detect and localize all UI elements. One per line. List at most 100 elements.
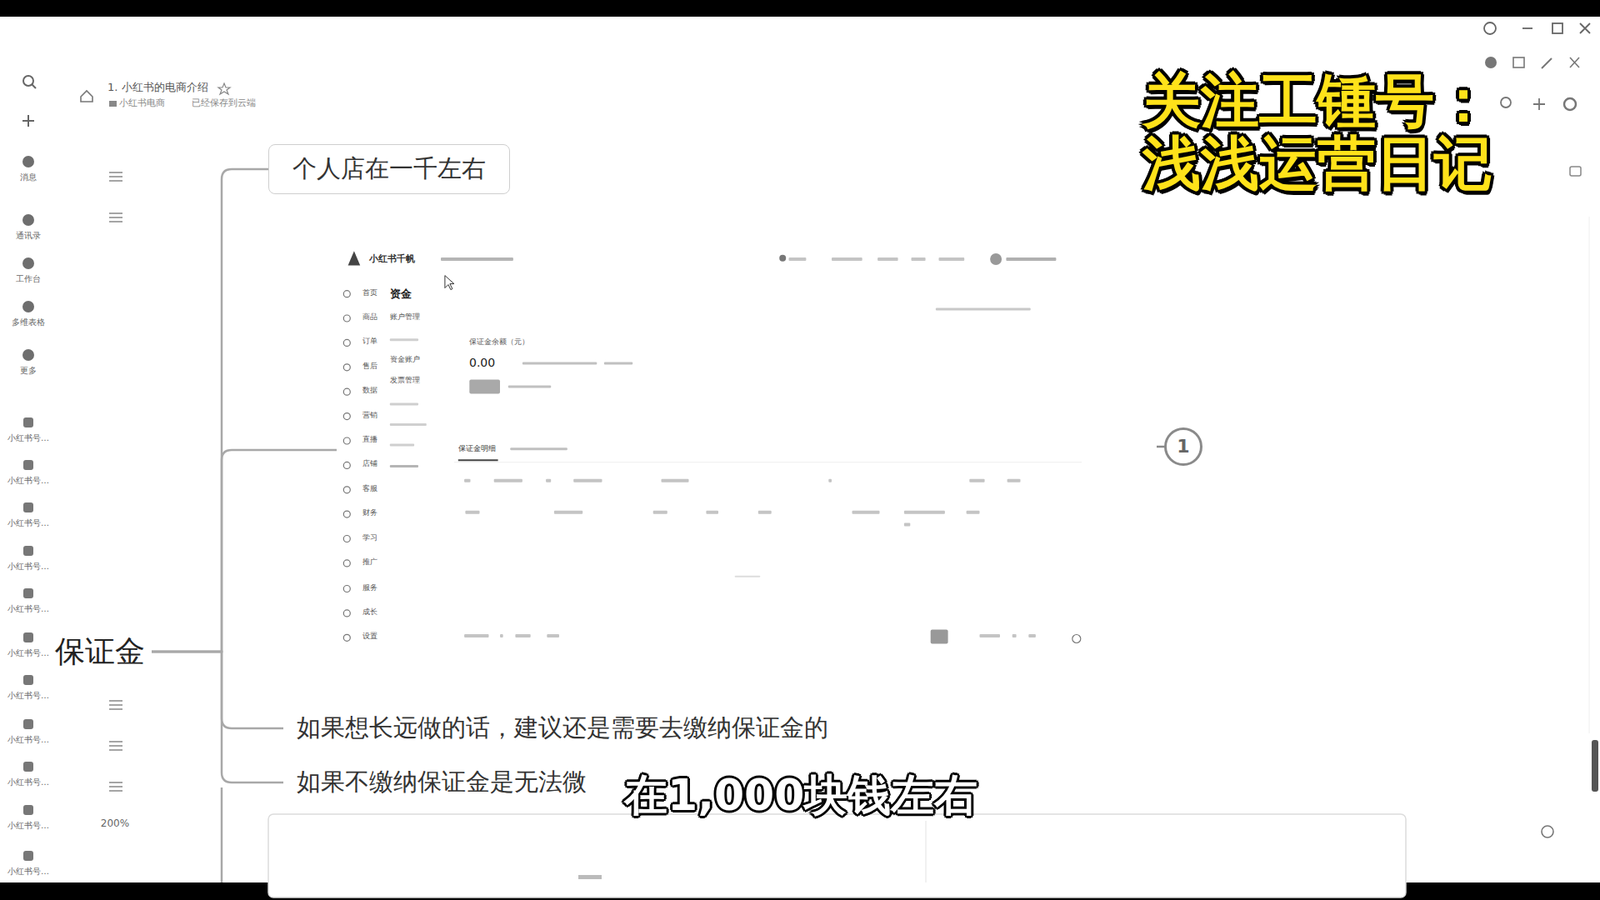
nav-label: 订单 bbox=[362, 337, 378, 346]
sidebar-label: 小红书号… bbox=[7, 518, 50, 528]
nav-label: 学习 bbox=[362, 534, 378, 543]
platform-logo bbox=[348, 250, 361, 265]
minimize-icon bbox=[1522, 27, 1533, 30]
blurred-text bbox=[508, 385, 551, 389]
sidebar-icon bbox=[22, 300, 35, 313]
blurred-text bbox=[515, 634, 530, 638]
sidebar-label: 小红书号… bbox=[7, 820, 50, 830]
blurred-text bbox=[904, 510, 945, 515]
node-title: 个人店在一千左右 bbox=[292, 153, 486, 185]
blurred-text bbox=[465, 510, 480, 515]
close-icon bbox=[1580, 23, 1590, 34]
blurred-text bbox=[1012, 634, 1017, 638]
node-title: 小红书千帆 bbox=[369, 253, 415, 265]
blurred-text bbox=[522, 361, 597, 365]
nav-icon bbox=[343, 585, 350, 593]
blurred-text bbox=[735, 575, 761, 578]
sidebar-icon bbox=[23, 460, 34, 470]
breadcrumb: 小红书电商 bbox=[119, 98, 165, 109]
sidebar-label: 工作台 bbox=[15, 274, 41, 284]
tab-underline bbox=[458, 459, 499, 461]
blurred-text bbox=[573, 479, 602, 483]
sidebar-icon bbox=[22, 349, 35, 361]
nav-icon bbox=[343, 535, 350, 543]
panel-divider bbox=[1589, 216, 1590, 734]
blurred-text bbox=[904, 522, 910, 526]
branch-topic: 如果不缴纳保证金是无法微 bbox=[283, 763, 600, 802]
history-icon bbox=[1484, 22, 1496, 35]
sidebar-label: 小红书号… bbox=[7, 561, 50, 571]
nav-icon bbox=[343, 610, 350, 617]
blurred-text bbox=[1005, 257, 1056, 261]
blurred-text bbox=[390, 402, 419, 405]
blurred-text bbox=[604, 361, 633, 365]
tool-icon bbox=[109, 213, 123, 222]
nav-icon bbox=[343, 486, 350, 494]
nav-label: 店铺 bbox=[362, 460, 378, 469]
nav-label: 首页 bbox=[362, 289, 378, 298]
nav-label: 资金账户 bbox=[390, 355, 420, 365]
blurred-text bbox=[390, 443, 415, 446]
breadcrumb: 已经保存到云端 bbox=[191, 98, 256, 109]
sidebar-icon bbox=[23, 588, 34, 599]
nav-icon bbox=[343, 364, 350, 371]
sidebar-icon bbox=[23, 417, 34, 428]
nav-icon bbox=[343, 634, 350, 641]
blurred-text bbox=[831, 257, 863, 261]
sidebar-label: 小红书号… bbox=[7, 690, 50, 700]
sidebar-icon bbox=[23, 545, 34, 556]
blurred-text bbox=[545, 479, 551, 483]
nav-label: 财务 bbox=[362, 509, 378, 518]
nav-icon bbox=[343, 290, 350, 298]
plus-icon bbox=[1533, 98, 1545, 110]
node-text: 0.00 bbox=[469, 355, 495, 370]
sidebar-icon bbox=[23, 675, 34, 685]
blurred-text bbox=[939, 257, 965, 261]
nav-label: 售后 bbox=[362, 362, 378, 371]
blurred-text bbox=[554, 510, 583, 515]
watermark: 关注工锺号： bbox=[1142, 69, 1493, 134]
callout-number: 1 bbox=[1164, 427, 1203, 466]
blurred-text bbox=[440, 257, 514, 261]
folder-icon bbox=[109, 100, 117, 107]
help-icon bbox=[1072, 635, 1081, 644]
sidebar-label: 小红书号… bbox=[7, 735, 50, 745]
sidebar-icon bbox=[22, 155, 35, 168]
avatar bbox=[990, 253, 1002, 265]
sidebar-icon bbox=[22, 214, 35, 226]
sidebar-label: 通讯录 bbox=[15, 230, 41, 240]
bottom-card bbox=[268, 814, 1406, 898]
app-icon bbox=[1513, 57, 1525, 68]
node-text: 保证金明细 bbox=[458, 444, 496, 454]
nav-icon bbox=[343, 388, 350, 395]
nav-label: 服务 bbox=[362, 584, 378, 593]
blurred-text bbox=[852, 510, 880, 515]
blurred-text bbox=[390, 465, 419, 468]
sidebar-label: 多维表格 bbox=[11, 317, 45, 327]
sidebar-icon bbox=[23, 761, 34, 772]
tree-connector bbox=[151, 651, 284, 783]
blurred-text bbox=[935, 308, 1031, 311]
card-title-blur bbox=[578, 875, 602, 880]
restore-icon bbox=[1552, 23, 1563, 34]
sidebar-icon bbox=[23, 719, 34, 730]
star-icon bbox=[218, 83, 230, 95]
blurred-text bbox=[789, 257, 807, 261]
plus-icon bbox=[22, 115, 35, 127]
nav-label: 发票管理 bbox=[390, 376, 420, 385]
nav-label: 账户管理 bbox=[390, 313, 420, 322]
settings-icon bbox=[1564, 98, 1576, 110]
app-icon bbox=[1541, 58, 1552, 69]
blurred-text bbox=[494, 479, 523, 483]
sidebar-label: 小红书号… bbox=[7, 866, 50, 876]
blurred-text bbox=[510, 447, 568, 450]
blurred-text bbox=[661, 479, 690, 483]
nav-label: 数据 bbox=[362, 386, 378, 395]
home-icon bbox=[80, 90, 93, 102]
blurred-text bbox=[1007, 479, 1021, 483]
nav-label: 成长 bbox=[362, 608, 378, 617]
sidebar-icon bbox=[23, 502, 34, 513]
blurred-text bbox=[758, 510, 772, 515]
nav-icon bbox=[343, 510, 350, 518]
